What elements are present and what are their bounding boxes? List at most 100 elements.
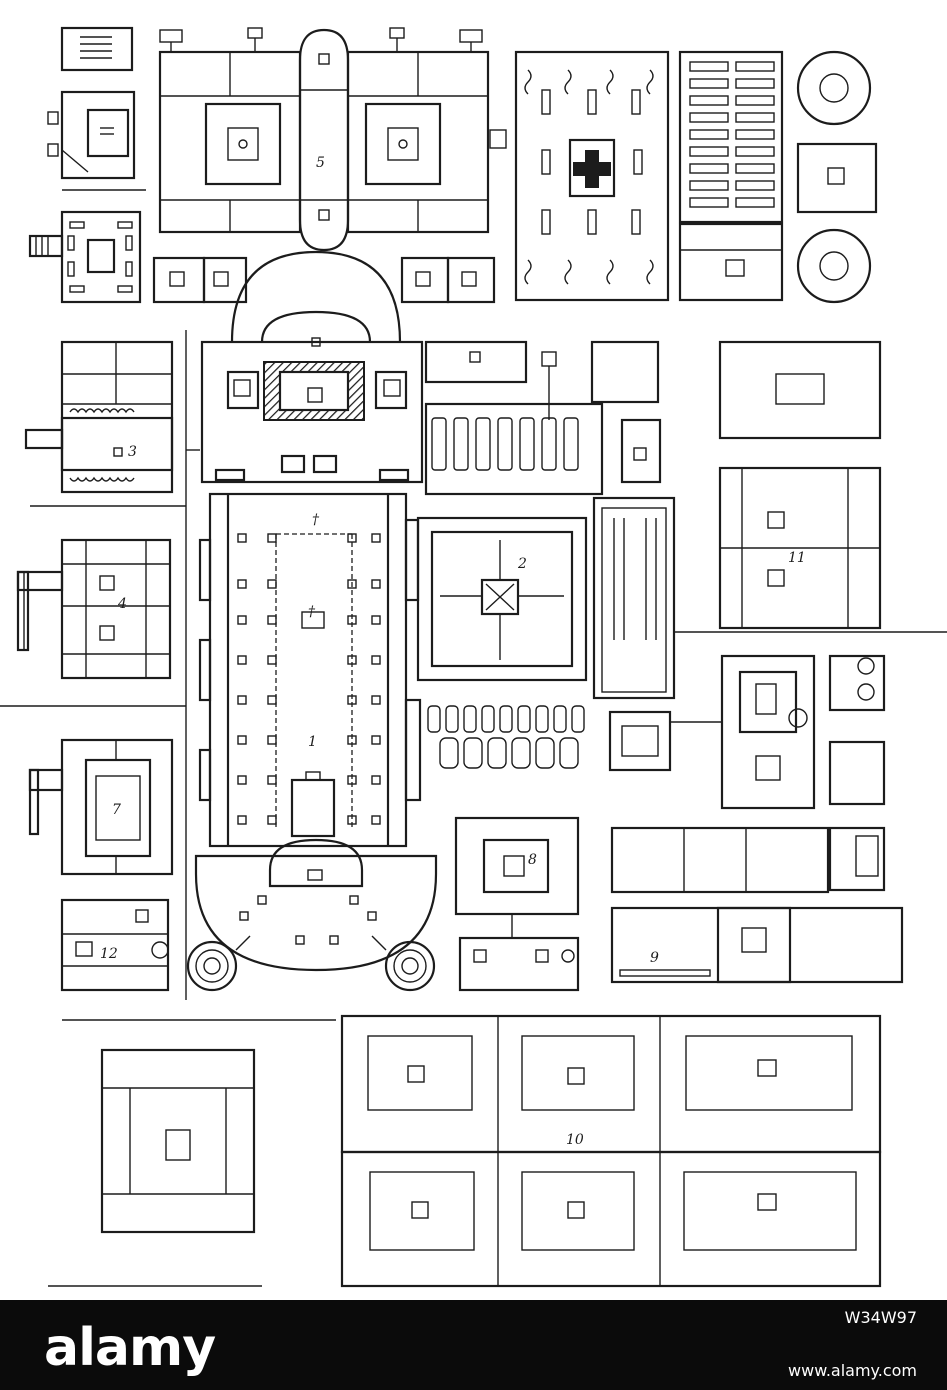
- pillar: [237, 579, 247, 589]
- vat: [431, 417, 447, 471]
- building-3: 3: [24, 340, 174, 494]
- plan-svg: 5: [0, 26, 947, 1288]
- label-11: 11: [788, 550, 806, 566]
- pillar: [371, 695, 381, 705]
- label-1: 1: [308, 734, 317, 750]
- garden-bed: [735, 197, 775, 208]
- garden-bed: [735, 78, 775, 89]
- garden-bed: [689, 129, 729, 140]
- large-building-top-right: [718, 340, 882, 440]
- garden-bed: [735, 61, 775, 72]
- vat: [519, 417, 535, 471]
- barrel: [499, 705, 513, 733]
- building-4: 4: [16, 538, 172, 680]
- garden-bed: [689, 163, 729, 174]
- pillar: [347, 815, 357, 825]
- pillar: [347, 695, 357, 705]
- barrel: [553, 705, 567, 733]
- pillar: [267, 735, 277, 745]
- pillar: [237, 615, 247, 625]
- pillar: [267, 655, 277, 665]
- vat: [453, 417, 469, 471]
- church-building-1: † † 1: [186, 250, 438, 992]
- barrel: [511, 737, 531, 769]
- label-4: 4: [117, 596, 127, 612]
- garden-bed: [735, 163, 775, 174]
- top-left-cross-building: [28, 210, 142, 304]
- pillar: [267, 695, 277, 705]
- alamy-logo: alamy: [44, 1318, 216, 1378]
- pillar: [347, 533, 357, 543]
- floor-plan-drawing: 5: [0, 26, 947, 1288]
- label-3: 3: [128, 444, 137, 460]
- pillar: [237, 533, 247, 543]
- pillar: [237, 695, 247, 705]
- church-pillars: [237, 533, 381, 825]
- barrel: [481, 705, 495, 733]
- top-left-house: [47, 90, 136, 180]
- barrel: [517, 705, 531, 733]
- image-id: W34W97: [844, 1308, 917, 1327]
- garden-bed: [735, 95, 775, 106]
- garden-bed: [735, 129, 775, 140]
- building-10-complex: 10: [340, 1014, 882, 1288]
- pillar: [371, 655, 381, 665]
- barrel: [535, 705, 549, 733]
- garden-bed: [689, 146, 729, 157]
- pillar: [347, 655, 357, 665]
- garden-bed: [689, 95, 729, 106]
- barrel: [445, 705, 459, 733]
- barrel: [463, 705, 477, 733]
- round-buildings: [796, 50, 878, 304]
- garden-bed: [735, 112, 775, 123]
- garden-bed: [689, 78, 729, 89]
- label-9: 9: [650, 950, 659, 966]
- watermark-url: www.alamy.com: [788, 1361, 917, 1380]
- garden-bed: [689, 197, 729, 208]
- pillar: [267, 615, 277, 625]
- cemetery-orchard: [592, 496, 722, 772]
- pillar: [237, 775, 247, 785]
- church-side-rooms: [185, 330, 422, 1000]
- pillar: [267, 815, 277, 825]
- vat: [475, 417, 491, 471]
- vat: [541, 417, 557, 471]
- vegetable-garden: [678, 50, 784, 302]
- cloister-2: 2: [416, 516, 588, 682]
- pillar: [371, 579, 381, 589]
- label-5: 5: [316, 155, 325, 171]
- pillar: [267, 775, 277, 785]
- top-center-workshops: [424, 340, 662, 496]
- building-8: 8: [454, 816, 580, 992]
- building-9: 9: [610, 826, 904, 984]
- pillar: [347, 775, 357, 785]
- barrel: [439, 737, 459, 769]
- label-10: 10: [566, 1132, 584, 1148]
- barrel-rows: [427, 417, 585, 769]
- pillar: [267, 579, 277, 589]
- building-12: 12: [60, 898, 170, 992]
- pillar: [371, 815, 381, 825]
- garden-bed: [735, 180, 775, 191]
- barrel: [427, 705, 441, 733]
- garden-bed: [689, 112, 729, 123]
- barrel: [571, 705, 585, 733]
- pillar: [347, 735, 357, 745]
- small-buildings-row: [152, 256, 496, 304]
- infirmary: [720, 654, 886, 892]
- label-8: 8: [528, 852, 537, 868]
- garden-bed: [735, 146, 775, 157]
- garden-cross-plot: [514, 50, 670, 302]
- top-left-small-building: [60, 26, 134, 72]
- vat: [497, 417, 513, 471]
- label-7: 7: [112, 802, 121, 818]
- barrel: [535, 737, 555, 769]
- pillar: [237, 735, 247, 745]
- label-12: 12: [100, 946, 118, 962]
- pillar: [371, 533, 381, 543]
- pillar: [237, 815, 247, 825]
- pillar: [371, 735, 381, 745]
- barrel: [487, 737, 507, 769]
- building-11: 11: [718, 466, 882, 630]
- barrel: [559, 737, 579, 769]
